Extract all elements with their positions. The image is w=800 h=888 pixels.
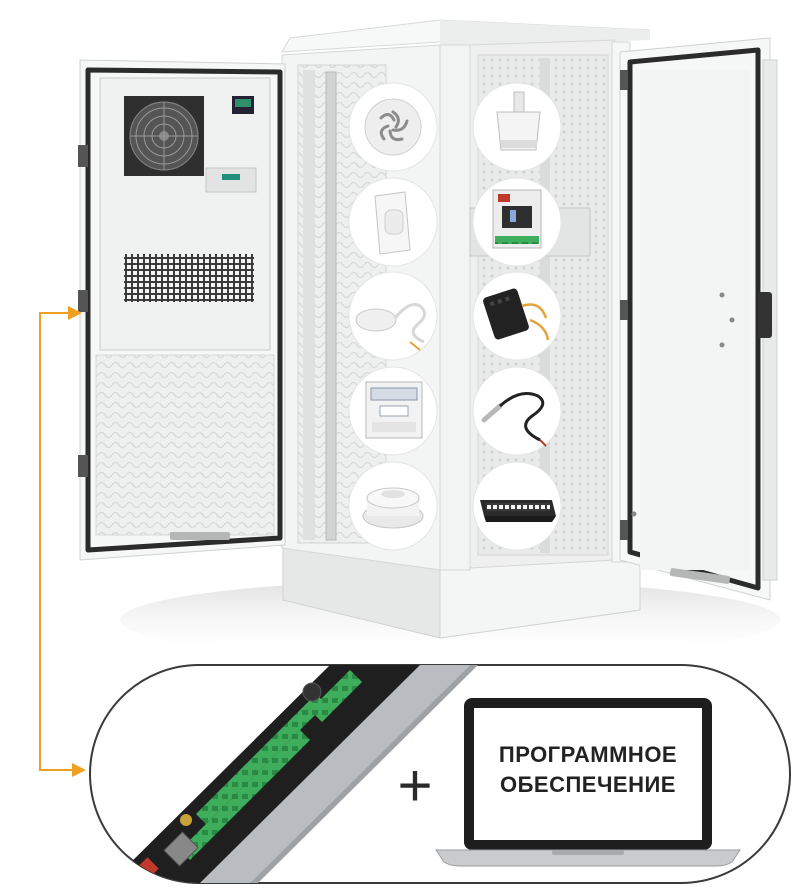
power-meter-icon <box>348 366 438 456</box>
software-label: ПРОГРАММНОЕ ОБЕСПЕЧЕНИЕ <box>478 740 698 800</box>
software-label-line1: ПРОГРАММНОЕ <box>498 742 678 767</box>
controller-board <box>110 665 478 883</box>
software-label-line2: ОБЕСПЕЧЕНИЕ <box>500 772 676 797</box>
motion-sensor-icon <box>348 177 438 267</box>
left-door <box>78 59 286 561</box>
circuit-breaker-icon <box>472 177 562 267</box>
door-switch-icon <box>472 82 562 172</box>
cabinet <box>281 19 651 639</box>
laptop-icon <box>435 698 741 867</box>
humidity-sensor-icon <box>472 271 562 361</box>
sensor-icons <box>348 82 562 551</box>
fan-grille-icon <box>348 82 438 172</box>
plus-sign: + <box>397 752 432 819</box>
door-lock <box>758 292 772 338</box>
connector-arrow <box>39 306 86 777</box>
temperature-probe-icon <box>472 366 562 456</box>
smoke-detector-icon <box>348 461 438 551</box>
network-switch-icon <box>472 461 562 551</box>
vent-grille <box>124 254 254 302</box>
controller-panel: + <box>89 664 791 884</box>
right-door <box>619 37 778 601</box>
water-leak-sensor-icon <box>348 271 438 361</box>
air-conditioner-unit <box>99 77 271 351</box>
